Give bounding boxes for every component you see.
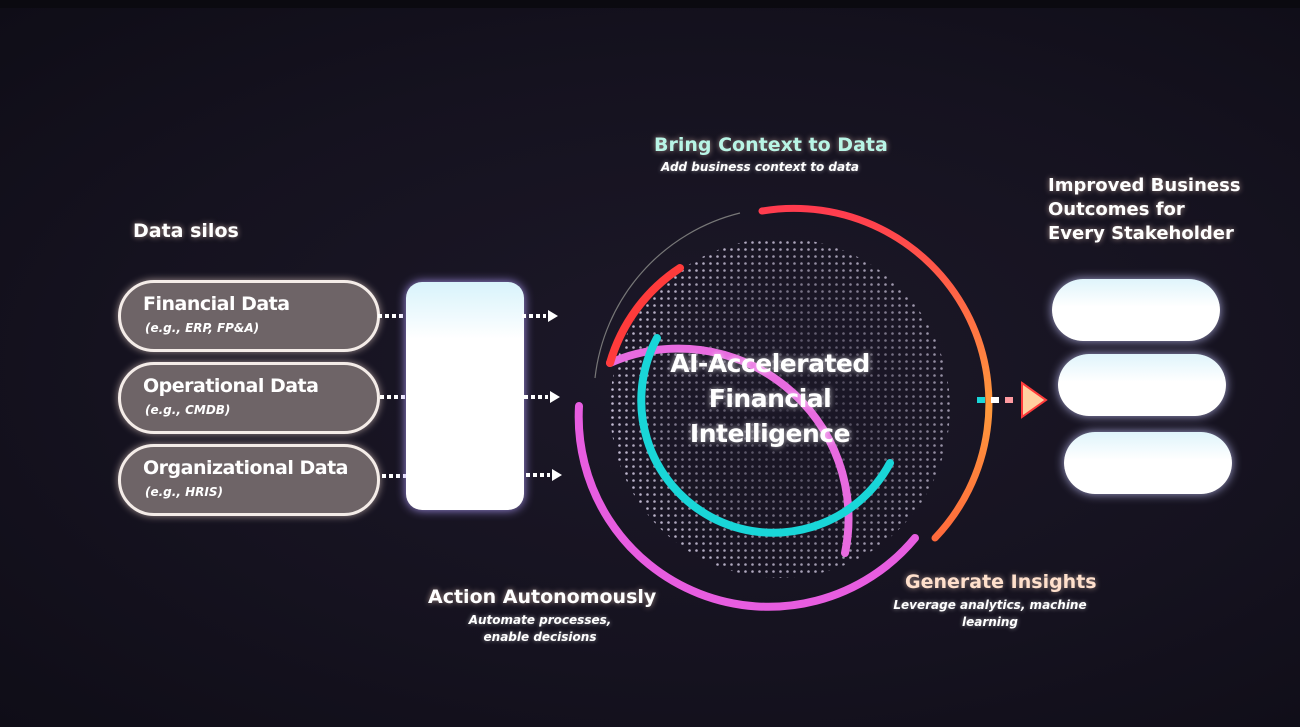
action-title: Action Autonomously (428, 586, 657, 608)
silo-example: (e.g., ERP, FP&A) (145, 321, 260, 335)
integration-block (406, 282, 524, 510)
center-title: AI-Accelerated Financial Intelligence (630, 346, 910, 451)
silo-operational: Operational Data (e.g., CMDB) (118, 362, 380, 434)
outer-orange-arc (758, 204, 993, 542)
output-dot (1005, 397, 1013, 403)
action-subtitle: Automate processes, enable decisions (440, 612, 640, 646)
inner-red-segment (606, 264, 684, 367)
outer-magenta-arc (574, 402, 919, 611)
connector-dots (524, 395, 548, 399)
center-line: Intelligence (689, 419, 851, 448)
output-dot (991, 397, 999, 403)
outcomes-heading: Improved Business Outcomes for Every Sta… (1048, 174, 1241, 246)
context-subtitle: Add business context to data (661, 160, 859, 174)
silo-name: Organizational Data (143, 457, 348, 479)
silo-example: (e.g., HRIS) (145, 485, 223, 499)
arrow-icon (550, 391, 560, 403)
outcomes-line: Every Stakeholder (1048, 223, 1234, 244)
slide: Data silos Financial Data (e.g., ERP, FP… (0, 8, 1300, 727)
inner-cyan-arc (637, 334, 894, 537)
center-line: Financial (708, 384, 832, 413)
silos-heading: Data silos (133, 220, 239, 242)
insights-subtitle-line: Leverage analytics, machine (893, 598, 1087, 612)
output-dot (977, 397, 985, 403)
inner-pink-arc (606, 344, 853, 557)
insights-subtitle: Leverage analytics, machine learning (880, 597, 1100, 631)
connector-dots (378, 314, 408, 318)
outcome-pill (1052, 279, 1220, 341)
connector-dots (526, 473, 550, 477)
context-title: Bring Context to Data (654, 134, 888, 156)
silo-example: (e.g., CMDB) (145, 403, 231, 417)
outcomes-line: Improved Business (1048, 175, 1241, 196)
outcomes-line: Outcomes for (1048, 199, 1185, 220)
arrow-icon (548, 310, 558, 322)
connector-dots (382, 474, 412, 478)
connector-dots (522, 314, 546, 318)
connector-dots (380, 395, 410, 399)
arrow-icon (552, 469, 562, 481)
output-arrow-icon (1021, 381, 1048, 419)
intelligence-cycle-graphic (574, 204, 1048, 611)
silo-name: Financial Data (143, 293, 290, 315)
insights-title: Generate Insights (905, 571, 1097, 593)
action-subtitle-line: enable decisions (483, 630, 597, 644)
center-line: AI-Accelerated (670, 349, 870, 378)
silo-organizational: Organizational Data (e.g., HRIS) (118, 444, 380, 516)
silo-name: Operational Data (143, 375, 319, 397)
outcome-pill (1058, 354, 1226, 416)
thin-arc (594, 212, 741, 379)
action-subtitle-line: Automate processes, (468, 613, 612, 627)
insights-subtitle-line: learning (961, 615, 1019, 629)
outcome-pill (1064, 432, 1232, 494)
